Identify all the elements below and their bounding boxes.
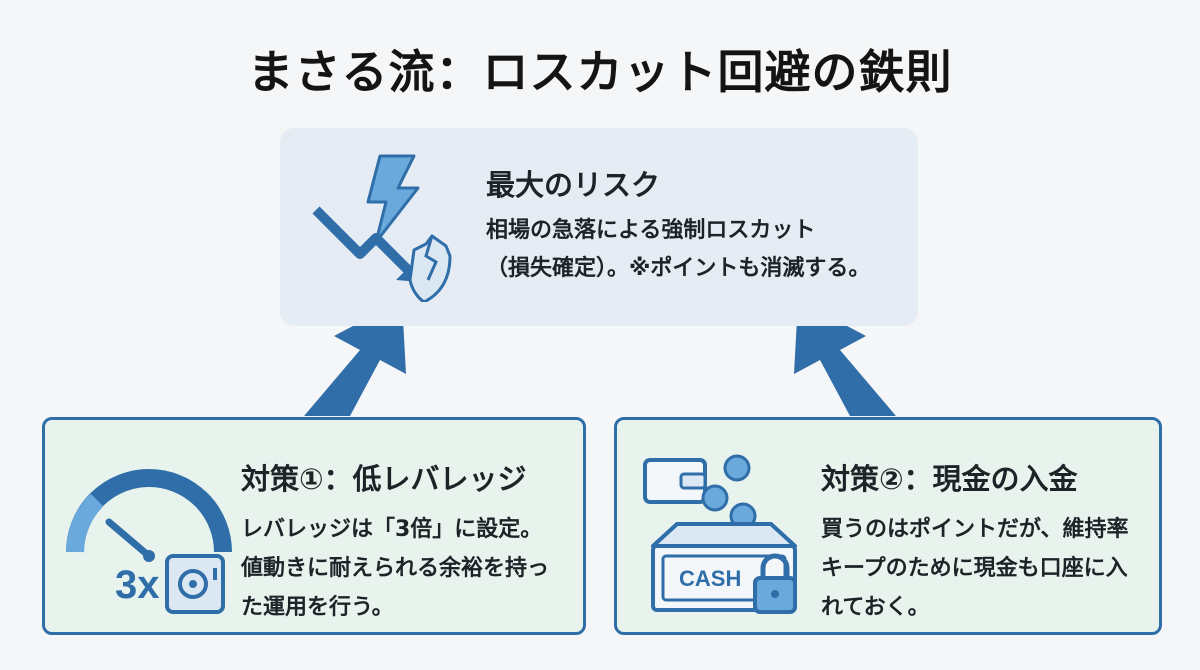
risk-icon	[312, 154, 452, 302]
safe-icon	[165, 554, 225, 614]
leverage-label: 3x	[115, 563, 160, 607]
risk-box: 最大のリスク 相場の急落による強制ロスカット （損失確定）。※ポイントも消滅する…	[280, 128, 918, 326]
measure2-heading: 対策②：現金の入金	[821, 462, 1078, 496]
wallet-icon	[643, 458, 707, 504]
down-trend-arrow-icon	[312, 206, 420, 282]
measure1-description: レバレッジは「3倍」に設定。値動きに耐えられる余裕を持った運用を行う。	[241, 517, 550, 620]
arrow-right-to-risk	[794, 300, 896, 416]
broken-shield-icon	[408, 234, 452, 302]
measure-card-low-leverage: 3x 対策①：低レバレッジ レバレッジは「3倍」に設定。値動きに耐えられる余裕を…	[42, 417, 586, 635]
cash-icon: CASH	[643, 454, 797, 614]
measure2-description: 買うのはポイントだが、維持率キープのために現金も口座に入れておく。	[821, 517, 1129, 620]
gauge-icon	[66, 469, 232, 562]
cash-label: CASH	[679, 566, 741, 591]
risk-heading: 最大のリスク	[486, 168, 661, 202]
page-title: まさる流：ロスカット回避の鉄則	[247, 45, 953, 99]
risk-description: 相場の急落による強制ロスカット （損失確定）。※ポイントも消滅する。	[486, 212, 906, 288]
arrow-left-to-risk	[304, 300, 406, 416]
leverage-icon: 3x	[66, 469, 232, 614]
risk-description-line-1: 相場の急落による強制ロスカット	[486, 218, 816, 243]
padlock-icon	[753, 553, 797, 614]
measure-card-cash-deposit: CASH 対策②：現金の入金 買うのはポイントだが、維持率キープのために現金も口…	[614, 417, 1162, 635]
lightning-icon	[366, 154, 420, 244]
coins-icon	[701, 454, 757, 530]
risk-description-line-2: （損失確定）。※ポイントも消滅する。	[486, 256, 871, 281]
measure1-heading: 対策①：低レバレッジ	[241, 462, 527, 496]
